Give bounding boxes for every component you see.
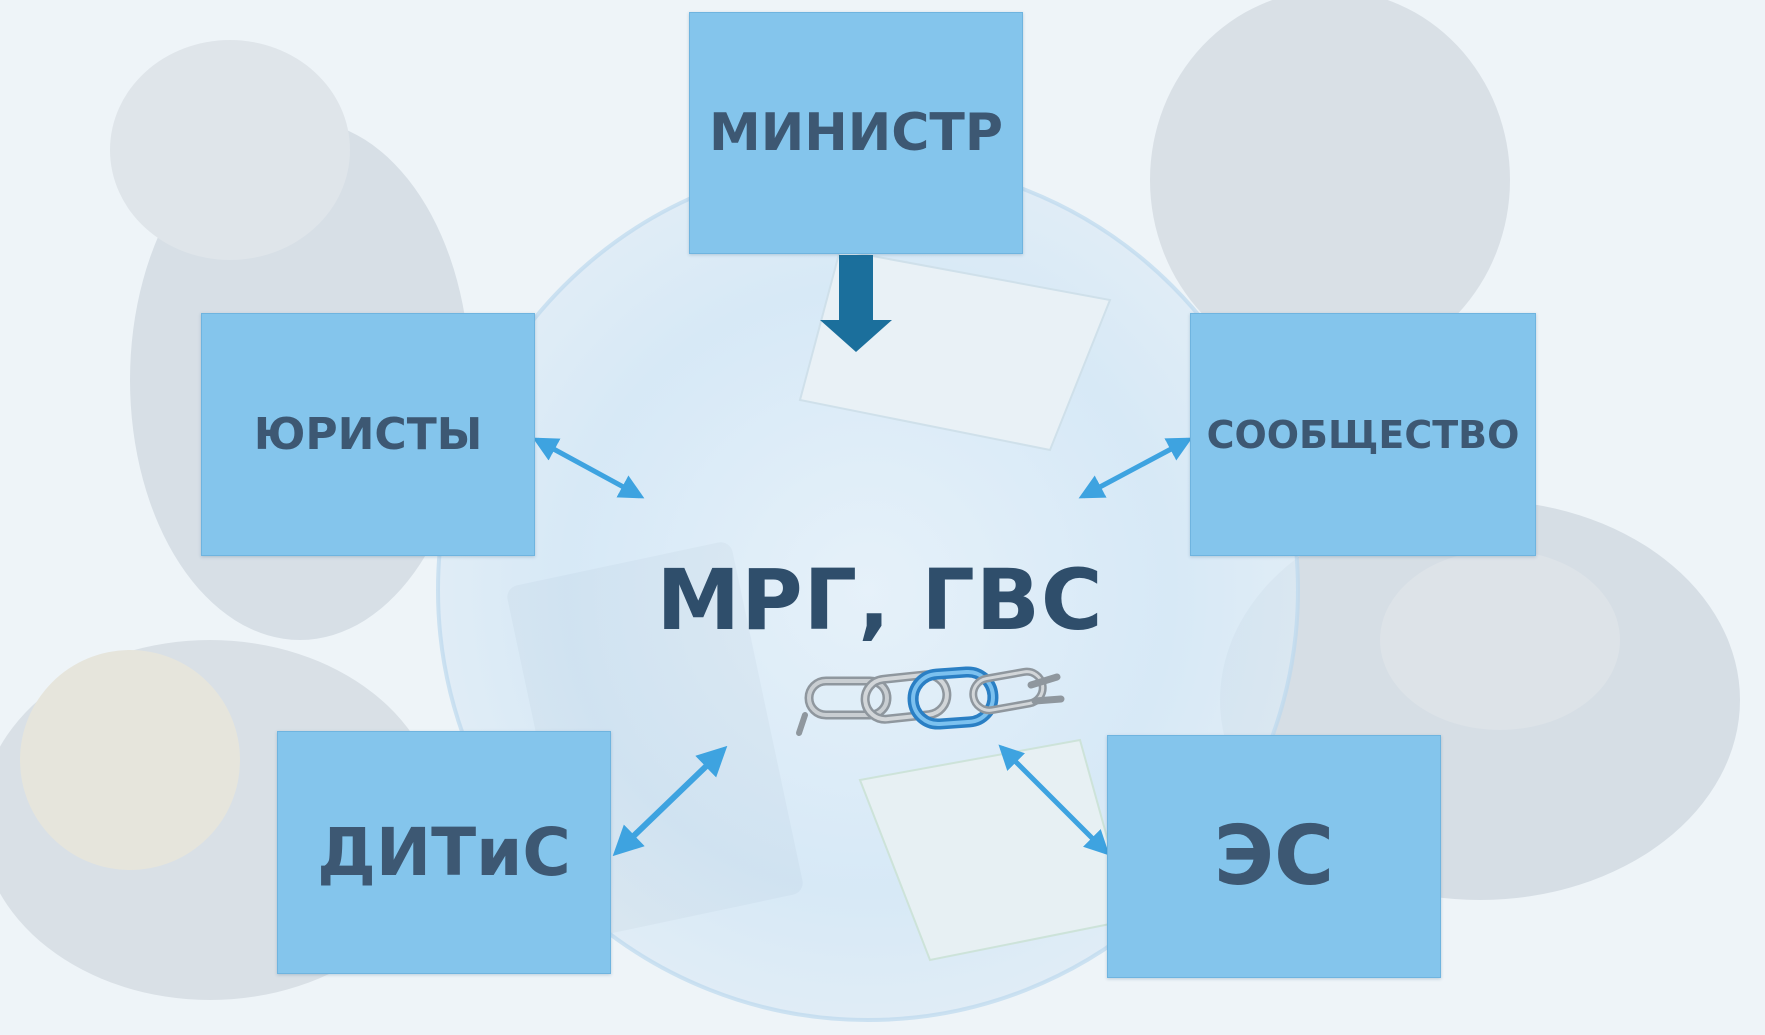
node-ministr-label: МИНИСТР [708,103,1004,163]
arrow-lower-left [612,745,728,857]
node-yuristy-label: ЮРИСТЫ [253,409,483,460]
node-es-label: ЭС [1213,809,1335,904]
node-ministr: МИНИСТР [689,12,1023,254]
down-arrow-icon [820,255,892,352]
node-es: ЭС [1107,735,1441,978]
node-yuristy: ЮРИСТЫ [201,313,535,556]
node-ditis: ДИТиС [277,731,611,974]
node-ditis-label: ДИТиС [317,814,571,891]
node-soobshchestvo-label: СООБЩЕСТВО [1206,412,1520,457]
arrow-upper-left [532,437,645,499]
center-title: МРГ, ГВС [656,551,1104,649]
node-soobshchestvo: СООБЩЕСТВО [1190,313,1536,556]
chain-link-icon [796,666,1065,736]
arrow-lower-right [998,744,1110,856]
arrow-upper-right [1078,437,1193,499]
